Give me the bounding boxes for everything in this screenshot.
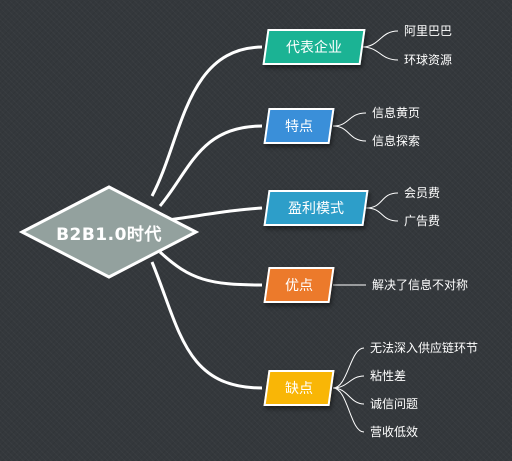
- topic-label: 代表企业: [286, 40, 342, 56]
- link-topic-3-leaf-2: [365, 207, 399, 222]
- topic-label: 盈利模式: [288, 201, 344, 217]
- topic-label: 缺点: [285, 381, 313, 397]
- link-center-topic-4: [158, 250, 263, 287]
- topic-label: 优点: [285, 278, 313, 294]
- leaf-info-asymmetry[interactable]: 解决了信息不对称: [372, 278, 469, 292]
- link-topic-2-leaf-1: [332, 112, 367, 127]
- link-topic-5-leaf-1: [332, 347, 365, 389]
- link-topic-3-leaf-1: [365, 192, 399, 209]
- leaf-info-search[interactable]: 信息探索: [372, 134, 421, 148]
- leaf-membership-fee[interactable]: 会员费: [404, 186, 441, 200]
- central-topic-label: B2B1.0时代: [56, 224, 162, 245]
- link-center-topic-1: [150, 45, 263, 197]
- topic-representative-companies[interactable]: 代表企业: [262, 29, 366, 65]
- topic-profit-model[interactable]: 盈利模式: [263, 190, 369, 226]
- leaf-supply-chain[interactable]: 无法深入供应链环节: [370, 341, 479, 355]
- topic-advantages[interactable]: 优点: [263, 267, 335, 303]
- leaf-global-sources[interactable]: 环球资源: [404, 53, 453, 67]
- topic-disadvantages[interactable]: 缺点: [263, 370, 335, 406]
- leaf-low-revenue[interactable]: 营收低效: [370, 425, 419, 439]
- link-center-topic-5: [150, 261, 263, 390]
- topic-label: 特点: [285, 119, 313, 135]
- link-topic-5-leaf-4: [332, 387, 365, 433]
- link-center-topic-3: [167, 206, 263, 222]
- leaf-low-stickiness[interactable]: 粘性差: [370, 369, 407, 383]
- topic-features[interactable]: 特点: [263, 108, 335, 144]
- link-topic-1-leaf-1: [361, 30, 399, 48]
- link-topic-5-leaf-3: [332, 387, 365, 405]
- leaf-trust-issues[interactable]: 诚信问题: [370, 397, 419, 411]
- central-topic[interactable]: B2B1.0时代: [19, 184, 199, 280]
- leaf-advertising-fee[interactable]: 广告费: [404, 214, 441, 228]
- link-topic-1-leaf-2: [361, 46, 399, 61]
- link-topic-5-leaf-2: [332, 375, 365, 389]
- leaf-alibaba[interactable]: 阿里巴巴: [404, 24, 453, 38]
- leaf-info-yellow-pages[interactable]: 信息黄页: [372, 106, 421, 120]
- link-topic-2-leaf-2: [332, 125, 367, 142]
- central-diamond-shape: [19, 185, 199, 279]
- link-center-topic-2: [158, 124, 263, 207]
